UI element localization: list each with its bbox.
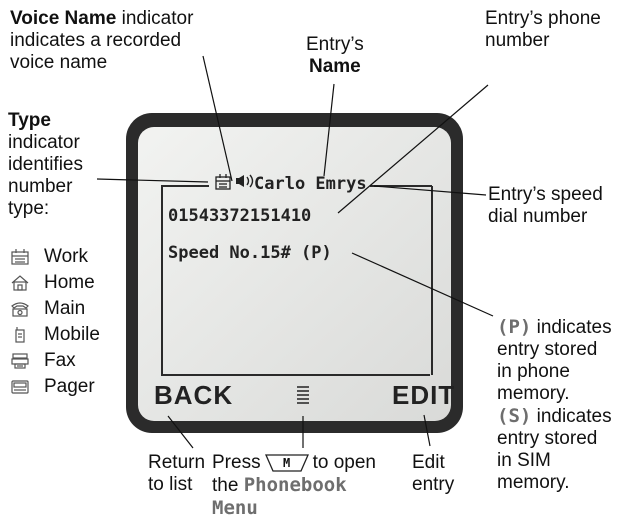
display-screen xyxy=(138,127,451,421)
menu-indicator-icon xyxy=(297,386,309,404)
type-label: Fax xyxy=(44,350,76,371)
leader-back xyxy=(167,415,194,449)
callout-phone-number: Entry’s phone number xyxy=(485,8,601,51)
main-icon xyxy=(10,301,30,317)
type-label: Mobile xyxy=(44,324,100,345)
type-row-mobile: Mobile xyxy=(10,324,100,346)
screen-frame-left xyxy=(161,185,430,376)
entry-name: Carlo Emrys xyxy=(254,174,367,194)
type-label: Home xyxy=(44,272,95,293)
callout-voice-name: Voice Name indicator indicates a recorde… xyxy=(10,8,194,73)
callout-speed-dial: Entry’s speed dial number xyxy=(488,184,603,227)
callout-menu: Press M to open the Phonebook Menu xyxy=(212,452,376,519)
callout-memory-indicators: (P) indicates entry stored in phone memo… xyxy=(497,316,612,493)
leader-type xyxy=(96,178,209,183)
home-icon xyxy=(10,275,30,291)
callout-type: Type indicator identifies number type: xyxy=(8,110,83,219)
leader-speed xyxy=(373,185,487,196)
work-type-icon-screen xyxy=(215,174,231,190)
pager-icon xyxy=(10,379,30,395)
leader-p xyxy=(351,252,494,317)
voice-name-icon xyxy=(236,174,254,188)
type-row-main: Main xyxy=(10,298,85,320)
type-row-home: Home xyxy=(10,272,95,294)
entry-number: 01543372151410 xyxy=(168,206,312,226)
fax-icon xyxy=(10,353,30,369)
leader-number xyxy=(337,84,489,214)
edit-softkey[interactable]: EDIT xyxy=(392,380,456,410)
leader-name xyxy=(323,83,335,177)
type-row-pager: Pager xyxy=(10,376,95,398)
type-label: Pager xyxy=(44,376,95,397)
type-row-work: Work xyxy=(10,246,88,268)
work-icon xyxy=(10,249,30,265)
type-row-fax: Fax xyxy=(10,350,76,372)
entry-speed-dial: Speed No.15# (P) xyxy=(168,243,332,263)
back-softkey[interactable]: BACK xyxy=(154,380,234,410)
type-label: Main xyxy=(44,298,86,319)
mobile-icon xyxy=(10,327,30,343)
callout-entry-name: Entry’s Name xyxy=(306,34,364,77)
leader-edit xyxy=(423,414,431,447)
callout-back: Return to list xyxy=(148,452,206,495)
menu-key-icon: M xyxy=(264,453,309,473)
leader-voice xyxy=(202,55,233,182)
callout-edit: Edit entry xyxy=(412,452,455,495)
type-label: Work xyxy=(44,246,88,267)
